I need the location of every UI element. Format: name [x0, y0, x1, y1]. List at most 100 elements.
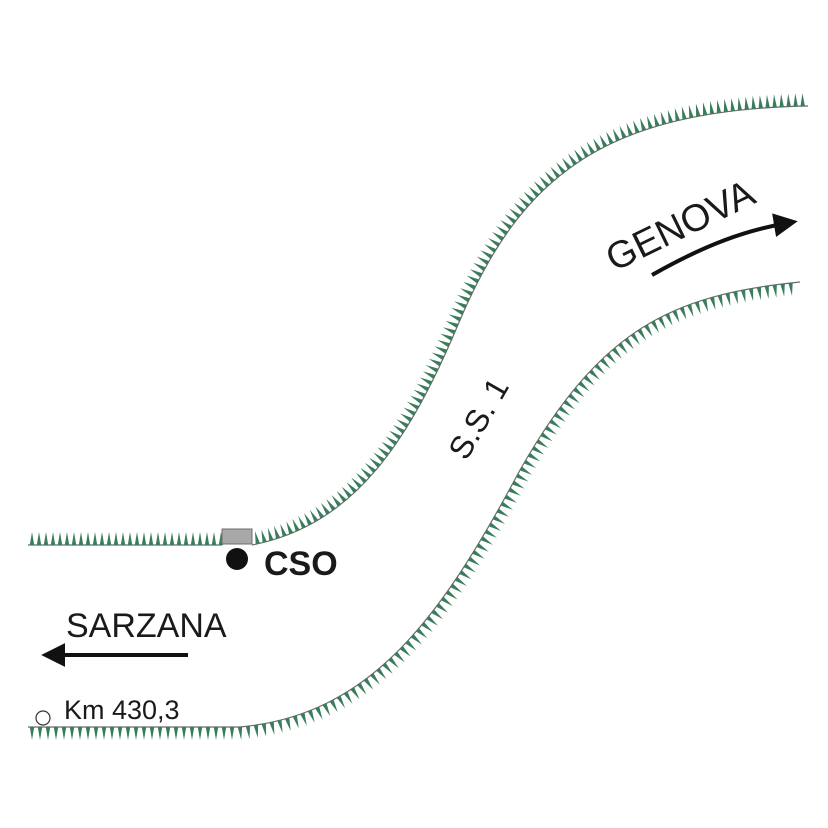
vegetation-tick: [205, 727, 211, 740]
vegetation-tick: [491, 231, 504, 241]
vegetation-tick: [157, 727, 163, 740]
vegetation-tick: [99, 532, 105, 545]
vegetation-tick: [626, 122, 633, 136]
vegetation-tick: [779, 93, 784, 107]
vegetation-tick: [134, 532, 140, 545]
vegetation-tick: [106, 532, 112, 545]
vegetation-tick: [633, 120, 640, 134]
upper-vegetation: [29, 93, 805, 545]
vegetation-tick: [37, 727, 43, 740]
vegetation-tick: [504, 214, 517, 224]
vegetation-tick: [756, 286, 761, 301]
vegetation-tick: [204, 532, 210, 545]
vegetation-tick: [665, 313, 673, 326]
vegetation-tick: [563, 399, 575, 410]
vegetation-tick: [392, 424, 405, 434]
vegetation-tick: [389, 430, 402, 440]
vegetation-tick: [93, 727, 99, 740]
vegetation-tick: [496, 225, 508, 236]
vegetation-tick: [381, 441, 394, 452]
vegetation-tick: [388, 657, 399, 669]
vegetation-tick: [369, 457, 381, 468]
vegetation-tick: [558, 406, 571, 416]
vegetation-tick: [357, 682, 367, 695]
vegetation-tick: [588, 369, 600, 380]
vegetation-tick: [709, 101, 715, 115]
vegetation-tick: [593, 138, 602, 151]
vegetation-tick: [413, 389, 426, 398]
vegetation-tick: [113, 532, 119, 545]
vegetation-tick: [377, 447, 390, 457]
vegetation-tick: [286, 521, 294, 535]
vegetation-tick: [421, 622, 433, 632]
vegetation-tick: [476, 543, 489, 552]
vegetation-tick: [221, 727, 227, 740]
vegetation-tick: [496, 508, 510, 517]
vegetation-tick: [612, 128, 621, 142]
vegetation-tick: [637, 328, 647, 341]
vegetation-tick: [454, 301, 467, 309]
vegetation-tick: [457, 294, 470, 303]
vegetation-tick: [640, 117, 647, 131]
vegetation-tick: [556, 162, 566, 174]
vegetation-tick: [527, 452, 541, 462]
vegetation-tick: [786, 93, 791, 107]
vegetation-tick: [492, 515, 506, 524]
km-marker-icon: [35, 710, 51, 726]
vegetation-tick: [528, 186, 540, 198]
vegetation-tick: [57, 532, 63, 545]
vegetation-tick: [280, 523, 287, 537]
vegetation-tick: [350, 687, 360, 700]
vegetation-tick: [540, 432, 553, 442]
vegetation-tick: [346, 482, 357, 494]
vegetation-tick: [320, 502, 330, 515]
vegetation-tick: [440, 333, 453, 341]
vegetation-tick: [261, 529, 267, 543]
vegetation-tick: [85, 532, 91, 545]
vegetation-tick: [578, 381, 590, 392]
vegetation-tick: [400, 413, 413, 422]
vegetation-tick: [405, 640, 417, 651]
vegetation-tick: [476, 256, 490, 265]
vegetation-tick: [173, 727, 179, 740]
vegetation-tick: [695, 103, 701, 117]
vegetation-tick: [343, 691, 353, 704]
vegetation-tick: [109, 727, 115, 740]
vegetation-tick: [351, 477, 362, 489]
vegetation-tick: [431, 609, 443, 620]
vegetation-tick: [416, 628, 428, 639]
vegetation-tick: [717, 294, 723, 308]
vegetation-tick: [574, 149, 583, 162]
vegetation-tick: [730, 98, 736, 112]
direction-right-label: GENOVA: [600, 172, 763, 280]
vegetation-tick: [480, 536, 493, 545]
vegetation-tick: [410, 395, 423, 404]
vegetation-tick: [487, 238, 500, 247]
vegetation-tick: [660, 111, 667, 125]
arrow-right: [651, 213, 798, 277]
vegetation-tick: [428, 358, 442, 367]
vegetation-tick: [618, 342, 628, 354]
vegetation-tick: [523, 459, 537, 469]
vegetation-tick: [341, 486, 352, 498]
vegetation-tick: [406, 401, 420, 410]
vegetation-tick: [473, 262, 486, 271]
vegetation-tick: [764, 285, 769, 299]
vegetation-tick: [298, 516, 306, 529]
vegetation-tick: [434, 346, 448, 354]
vegetation-tick: [580, 145, 589, 158]
vegetation-tick: [567, 153, 578, 166]
vegetation-tick: [549, 419, 562, 429]
vegetation-tick: [504, 494, 517, 503]
vegetation-tick: [155, 532, 161, 545]
vegetation-tick: [630, 333, 640, 345]
vegetation-tick: [793, 93, 798, 107]
vegetation-tick: [441, 596, 453, 607]
vegetation-tick: [733, 291, 738, 305]
vegetation-tick: [149, 727, 155, 740]
vegetation-tick: [309, 509, 319, 523]
vegetation-tick: [454, 577, 467, 586]
vegetation-tick: [532, 446, 545, 455]
vegetation-tick: [370, 673, 380, 685]
vegetation-tick: [463, 281, 476, 290]
